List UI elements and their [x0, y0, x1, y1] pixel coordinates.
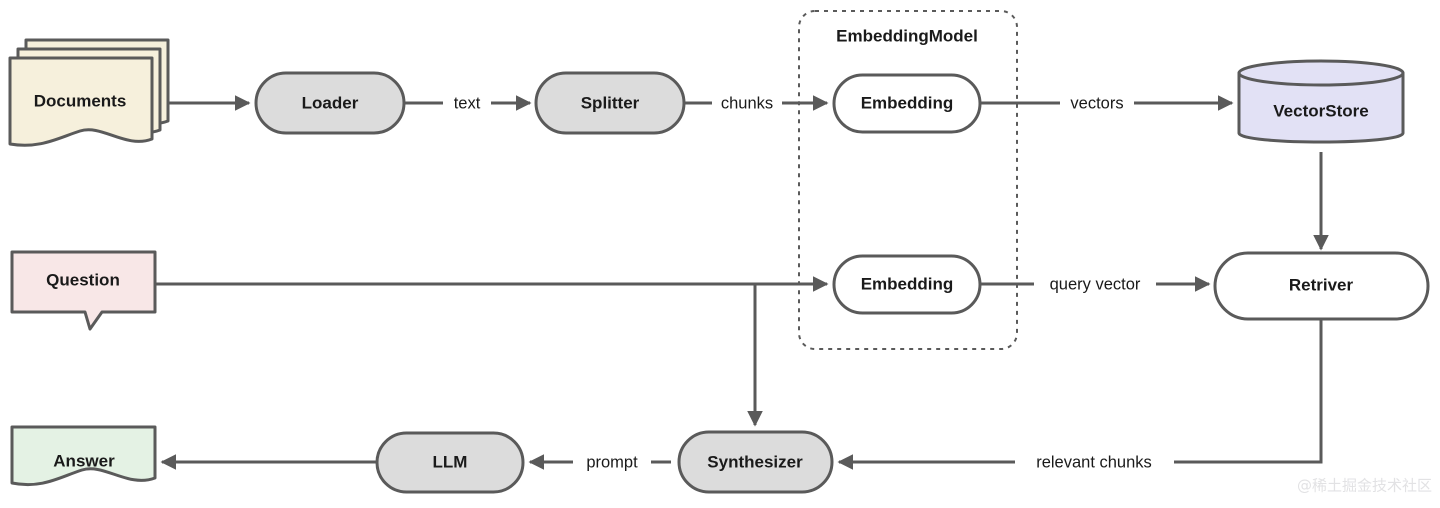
- loader-shape: [254, 71, 406, 135]
- edge-label-query-vector-value: query vector: [1050, 275, 1141, 293]
- node-documents[interactable]: Documents: [8, 38, 170, 147]
- edge-label-text-value: text: [454, 94, 481, 112]
- edge-label-text: text: [443, 91, 491, 115]
- edge-label-relevant-chunks-value: relevant chunks: [1036, 453, 1152, 471]
- node-question[interactable]: Question: [10, 250, 157, 331]
- edge-label-vectors: vectors: [1060, 91, 1134, 115]
- embedding-documents-shape: [832, 73, 982, 134]
- edge-labels: text chunks vectors query vector relevan…: [443, 91, 1174, 474]
- watermark: @稀土掘金技术社区: [1297, 477, 1432, 495]
- node-answer[interactable]: Answer: [10, 425, 157, 487]
- retriever-shape: [1213, 251, 1430, 321]
- loader-label: Loader: [302, 93, 359, 112]
- embedding-query-shape: [832, 254, 982, 315]
- edge-label-chunks: chunks: [712, 91, 782, 115]
- node-splitter[interactable]: Splitter: [534, 71, 686, 135]
- splitter-shape: [534, 71, 686, 135]
- question-label: Question: [46, 270, 120, 289]
- node-llm[interactable]: LLM: [375, 431, 525, 494]
- edge-label-query-vector: query vector: [1034, 272, 1156, 296]
- embedding-query-label: Embedding: [861, 274, 954, 293]
- node-loader[interactable]: Loader: [254, 71, 406, 135]
- node-vectorstore[interactable]: VectorStore: [1237, 59, 1405, 144]
- vectorstore-label: VectorStore: [1273, 101, 1368, 120]
- node-embedding-documents[interactable]: Embedding: [832, 73, 982, 134]
- edge-label-vectors-value: vectors: [1070, 94, 1123, 112]
- answer-label: Answer: [53, 451, 115, 470]
- vectorstore-body: [1237, 71, 1405, 144]
- llm-label: LLM: [433, 452, 468, 471]
- group-embedding-model: EmbeddingModel: [798, 10, 1018, 350]
- question-shape: [10, 250, 157, 331]
- embedding-model-boundary: [798, 10, 1018, 350]
- node-synthesizer[interactable]: Synthesizer: [677, 430, 834, 494]
- node-retriever[interactable]: Retriver: [1213, 251, 1430, 321]
- llm-shape: [375, 431, 525, 494]
- node-embedding-query[interactable]: Embedding: [832, 254, 982, 315]
- vectorstore-top: [1237, 59, 1405, 87]
- retriever-label: Retriver: [1289, 275, 1354, 294]
- answer-shape: [10, 425, 157, 487]
- synthesizer-shape: [677, 430, 834, 494]
- documents-sheet-front: [8, 56, 154, 147]
- edge-label-prompt-value: prompt: [586, 453, 638, 471]
- synthesizer-label: Synthesizer: [707, 452, 803, 471]
- splitter-label: Splitter: [581, 93, 640, 112]
- edge-label-prompt: prompt: [573, 450, 651, 474]
- embedding-model-label: EmbeddingModel: [836, 26, 978, 45]
- edge-label-chunks-value: chunks: [721, 94, 773, 112]
- documents-label: Documents: [34, 91, 127, 110]
- edge-retriever-synthesizer: [837, 319, 1323, 470]
- edge-label-relevant-chunks: relevant chunks: [1015, 450, 1174, 474]
- embedding-documents-label: Embedding: [861, 93, 954, 112]
